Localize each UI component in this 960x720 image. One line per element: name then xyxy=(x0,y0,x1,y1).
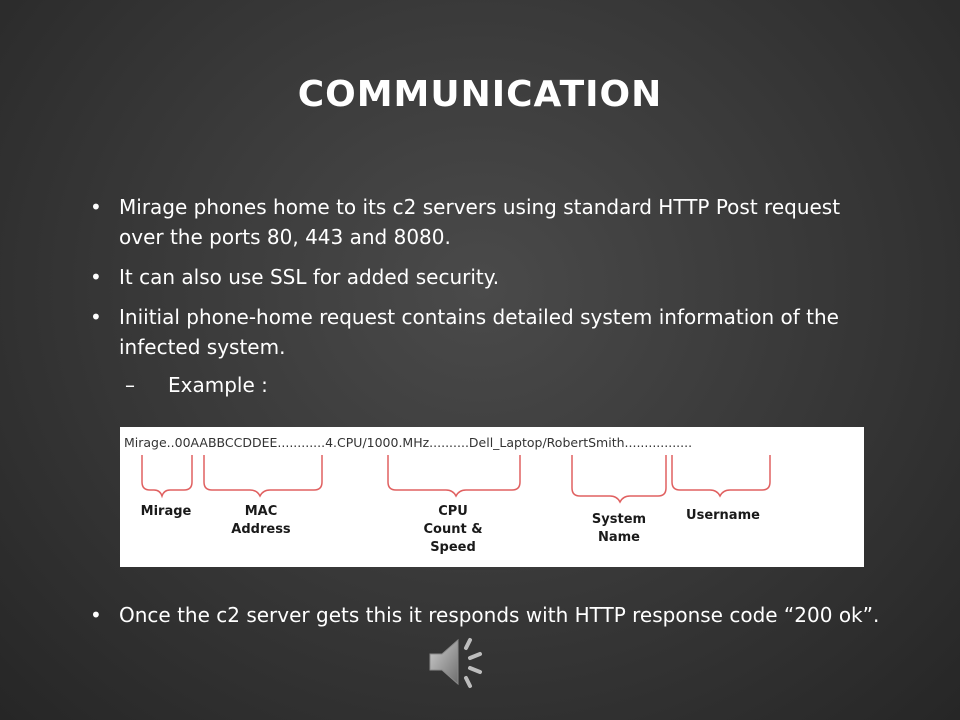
bracket-cpu xyxy=(387,455,521,498)
brackets xyxy=(141,455,771,504)
bracket-mirage xyxy=(141,455,193,499)
bullet-dot: • xyxy=(90,305,102,329)
sub-bullet-text: Example : xyxy=(168,373,268,397)
label-username: Username xyxy=(686,508,760,523)
label-system-1: System xyxy=(592,512,646,527)
label-cpu-1: CPU xyxy=(438,504,468,519)
label-cpu-3: Speed xyxy=(430,540,476,555)
speaker-icon[interactable] xyxy=(424,630,488,694)
bullet-text: Iniitial phone-home request contains det… xyxy=(119,305,839,359)
bullet-item: • Iniitial phone-home request contains d… xyxy=(90,302,890,362)
bullet-item: • It can also use SSL for added security… xyxy=(90,262,890,292)
bracket-mac xyxy=(203,455,323,498)
bracket-username xyxy=(671,455,771,498)
request-string: Mirage..00AABBCCDDEE............4.CPU/10… xyxy=(124,435,692,450)
example-diagram: Mirage..00AABBCCDDEE............4.CPU/10… xyxy=(124,435,771,555)
bullet-text: It can also use SSL for added security. xyxy=(119,265,500,289)
slide-title: COMMUNICATION xyxy=(297,74,663,115)
label-mac-2: Address xyxy=(231,522,291,537)
example-figure: Mirage..00AABBCCDDEE............4.CPU/10… xyxy=(120,427,864,567)
bullet-dot: • xyxy=(90,265,102,289)
label-cpu-2: Count & xyxy=(423,522,482,537)
label-mirage: Mirage xyxy=(141,504,192,519)
bullet-item: • Mirage phones home to its c2 servers u… xyxy=(90,192,890,252)
bullet-list: • Mirage phones home to its c2 servers u… xyxy=(90,192,890,400)
bullet-dot: • xyxy=(90,603,102,627)
bracket-system xyxy=(571,455,667,504)
label-system-2: Name xyxy=(598,530,640,545)
sub-bullet-dash: – xyxy=(125,373,135,397)
bullet-text: Mirage phones home to its c2 servers usi… xyxy=(119,195,841,249)
bullet-item-last: • Once the c2 server gets this it respon… xyxy=(90,600,919,630)
bullet-text: Once the c2 server gets this it responds… xyxy=(119,603,880,627)
label-mac-1: MAC xyxy=(245,504,278,519)
bullet-dot: • xyxy=(90,195,102,219)
sub-bullet-item: – Example : xyxy=(90,370,890,400)
